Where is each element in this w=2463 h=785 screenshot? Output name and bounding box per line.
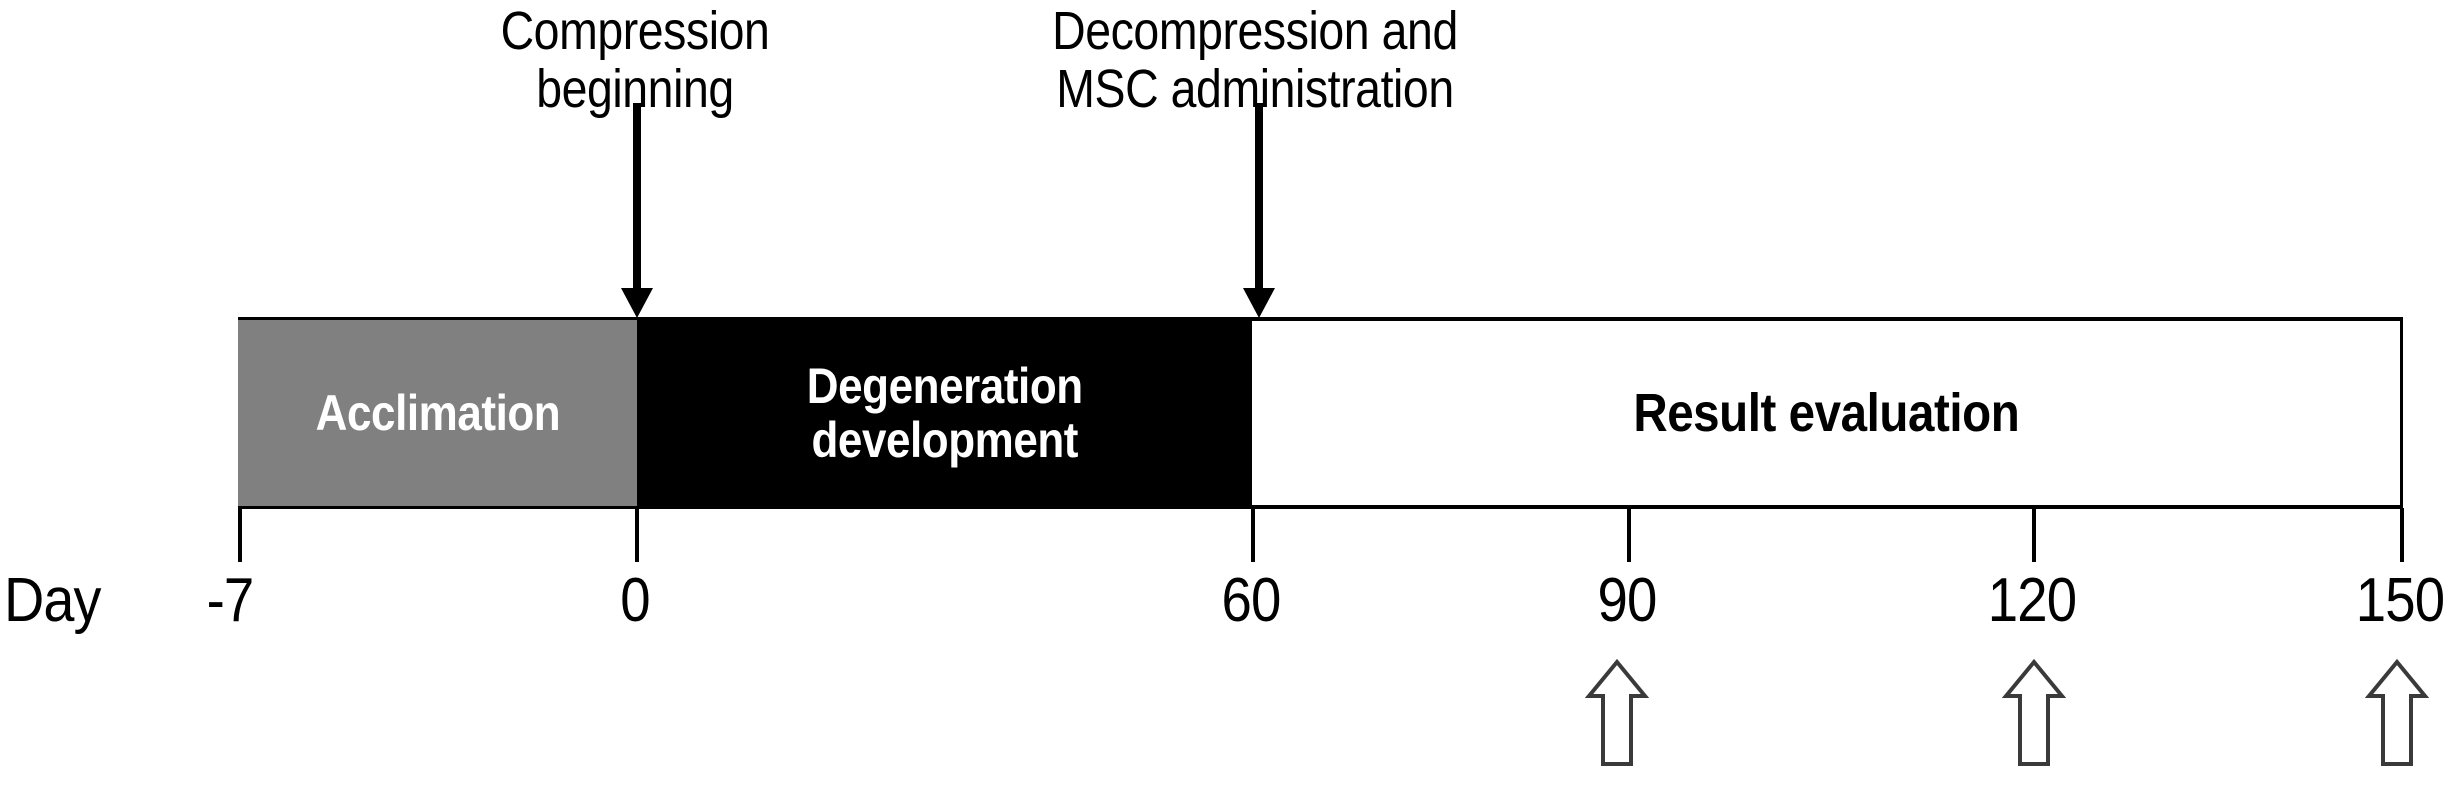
phase-segment-result-evaluation: Result evaluation [1252, 318, 2403, 508]
axis-tick-90 [1627, 508, 1631, 562]
axis-tick-label-minus7: -7 [206, 566, 255, 635]
bar-top-rule [238, 317, 2403, 320]
axis-tick-0 [635, 508, 639, 562]
phase-label-degeneration: Degeneration development [806, 358, 1083, 468]
down-arrow-day60-icon [1239, 103, 1279, 318]
axis-tick-150 [2400, 508, 2404, 562]
axis-tick-label-120: 120 [1987, 566, 2077, 635]
axis-tick-label-150: 150 [2355, 566, 2445, 635]
phase-label-acclimation: Acclimation [315, 385, 560, 441]
bar-bottom-rule [238, 506, 2403, 509]
timeline-bar: Acclimation Degeneration development Res… [238, 317, 2403, 509]
axis-tick-60 [1251, 508, 1255, 562]
axis-tick-120 [2032, 508, 2036, 562]
phase-segment-acclimation: Acclimation [238, 318, 637, 508]
axis-title-day: Day [4, 566, 101, 635]
evaluation-up-arrow-day150-icon [2365, 658, 2429, 770]
axis-tick-label-90: 90 [1597, 566, 1658, 635]
arrow-head [1243, 288, 1275, 318]
arrow-shaft [1255, 103, 1263, 293]
axis-tick-minus7 [238, 508, 242, 562]
evaluation-up-arrow-day90-icon [1585, 658, 1649, 770]
annotation-compression-beginning: Compression beginning [500, 1, 770, 119]
phase-label-result-evaluation: Result evaluation [1633, 383, 2019, 443]
evaluation-up-arrow-day120-icon [2002, 658, 2066, 770]
down-arrow-day0-icon [617, 103, 657, 318]
annotation-decompression-msc: Decompression and MSC administration [1052, 1, 1458, 119]
arrow-shaft [633, 103, 641, 293]
phase-segment-degeneration: Degeneration development [637, 318, 1252, 508]
arrow-head [621, 288, 653, 318]
axis-tick-label-60: 60 [1221, 566, 1282, 635]
axis-tick-label-0: 0 [620, 566, 650, 635]
